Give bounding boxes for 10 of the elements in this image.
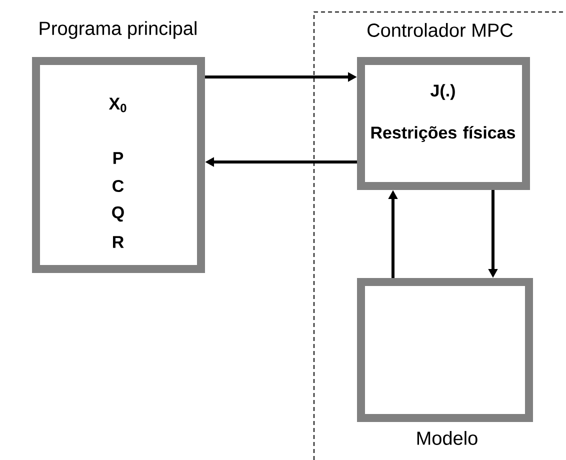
process-box: X$_{0}$ P C Q R bbox=[32, 57, 205, 273]
process-box: J(.) Restrições físicas bbox=[357, 57, 530, 190]
node-label: X$_{0}$ bbox=[108, 98, 126, 112]
node-label: P bbox=[113, 152, 124, 164]
node-label: Q bbox=[112, 206, 124, 222]
box-heading: Controlador MPC bbox=[368, 23, 513, 37]
node-label: R bbox=[113, 236, 124, 248]
box-heading: Programa principal bbox=[40, 21, 196, 39]
node-label: C bbox=[112, 180, 124, 192]
box-heading: Modelo bbox=[417, 431, 478, 445]
